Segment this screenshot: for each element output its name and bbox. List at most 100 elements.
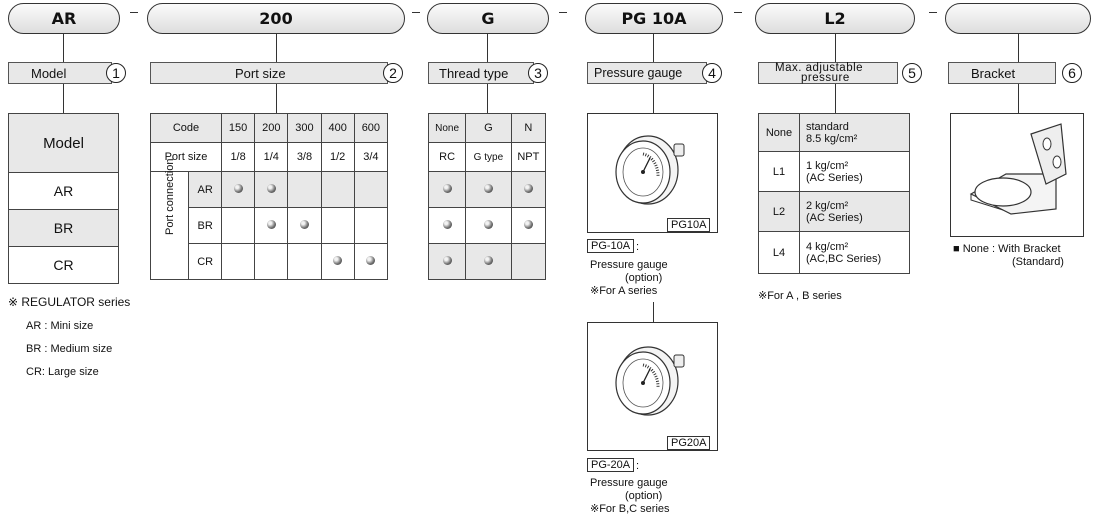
mark-dot <box>266 219 276 229</box>
gauge-code: PG-10A <box>587 239 635 253</box>
pressure-gauge-icon <box>615 135 685 205</box>
thread-type-table: None G N RC G type NPT <box>427 113 547 280</box>
model-row: BR <box>8 209 119 247</box>
code-thread-type: G <box>427 3 549 34</box>
pressure-desc: 4 kg/cm²(AC,BC Series) <box>799 231 910 274</box>
port-code: 400 <box>320 113 355 143</box>
thread-type-value: G type <box>465 142 512 172</box>
mark-dot <box>523 183 533 193</box>
model-note: CR: Large size <box>26 366 99 378</box>
connector-line <box>1018 84 1019 113</box>
gauge-tag: PG20A <box>667 436 711 450</box>
number-badge-4: 4 <box>702 63 722 83</box>
connector-line <box>835 34 836 62</box>
gauge-code-colon: : <box>636 460 640 472</box>
port-code: 200 <box>254 113 289 143</box>
connector-line <box>487 84 488 113</box>
gauge-image-pg20a <box>587 322 718 451</box>
separator-dash <box>130 12 138 14</box>
label-pressure-gauge: Pressure gauge <box>587 62 707 84</box>
gauge-desc-option: (option) <box>625 272 663 284</box>
pressure-note: ※For A , B series <box>758 290 842 302</box>
mark-dot <box>266 183 276 193</box>
bracket-image <box>950 113 1084 237</box>
thread-type-value: NPT <box>510 142 547 172</box>
port-connection-label: Port connection <box>149 158 190 280</box>
mark-dot <box>366 255 376 265</box>
bracket-note-standard: (Standard) <box>1012 256 1064 268</box>
port-row-label: BR <box>188 207 222 244</box>
model-notes-title: ※ REGULATOR series <box>8 295 131 309</box>
separator-dash <box>559 12 567 14</box>
port-code: 150 <box>220 113 256 143</box>
port-code: 300 <box>287 113 322 143</box>
mark-dot <box>483 219 493 229</box>
thread-type-value: RC <box>427 142 467 172</box>
pressure-desc: 1 kg/cm²(AC Series) <box>799 151 910 192</box>
mark-dot <box>523 219 533 229</box>
number-badge-2: 2 <box>383 63 403 83</box>
connector-line <box>653 84 654 113</box>
model-note: AR : Mini size <box>26 320 94 332</box>
label-model: Model <box>8 62 112 84</box>
gauge-note: ※For A series <box>590 285 658 297</box>
gauge-code-colon: : <box>636 241 640 253</box>
mark-dot <box>233 183 243 193</box>
connector-line <box>835 84 836 113</box>
gauge-tag: PG10A <box>667 218 711 232</box>
separator-dash <box>929 12 937 14</box>
port-code-label: Code <box>150 113 222 143</box>
pressure-desc: 2 kg/cm²(AC Series) <box>799 191 910 232</box>
mark-dot <box>483 255 493 265</box>
connector-line <box>653 302 654 322</box>
bracket-icon <box>969 123 1067 215</box>
thread-code: N <box>510 113 547 143</box>
number-badge-5: 5 <box>902 63 922 83</box>
pressure-gauge-icon <box>615 346 685 416</box>
pressure-code: L2 <box>758 191 800 232</box>
connector-line <box>276 84 277 113</box>
code-bracket <box>945 3 1091 34</box>
port-row-label: AR <box>188 171 222 208</box>
model-header: Model <box>8 113 119 173</box>
pressure-code: L4 <box>758 231 800 274</box>
mark-dot <box>333 255 343 265</box>
mark-dot <box>483 183 493 193</box>
model-row: AR <box>8 172 119 210</box>
code-pressure-gauge: PG 10A <box>585 3 723 34</box>
port-size-value: 3/8 <box>287 142 322 172</box>
gauge-desc-option: (option) <box>625 490 663 502</box>
port-size-label: Port size <box>150 142 222 172</box>
mark-dot <box>299 219 309 229</box>
port-size-value: 1/2 <box>320 142 355 172</box>
pressure-code: L1 <box>758 151 800 192</box>
port-row-label: CR <box>188 243 222 280</box>
separator-dash <box>412 12 420 14</box>
thread-code: None <box>427 113 467 143</box>
gauge-desc: Pressure gauge <box>590 259 668 271</box>
mark-dot <box>442 183 452 193</box>
number-badge-3: 3 <box>528 63 548 83</box>
model-table: Model AR BR CR <box>8 113 119 284</box>
port-size-value: 1/4 <box>254 142 289 172</box>
mark-dot <box>442 219 452 229</box>
thread-code: G <box>465 113 512 143</box>
connector-line <box>653 34 654 62</box>
gauge-desc: Pressure gauge <box>590 477 668 489</box>
label-port-size: Port size <box>150 62 388 84</box>
gauge-code: PG-20A <box>587 458 635 472</box>
connector-line <box>276 34 277 62</box>
code-port-size: 200 <box>147 3 405 34</box>
label-bracket: Bracket <box>948 62 1056 84</box>
gauge-note: ※For B,C series <box>590 503 670 515</box>
connector-line <box>1018 34 1019 62</box>
label-thread-type: Thread type <box>428 62 534 84</box>
bracket-note: ■ None : With Bracket <box>953 243 1061 255</box>
number-badge-6: 6 <box>1062 63 1082 83</box>
connector-line <box>63 84 64 113</box>
mark-dot <box>442 255 452 265</box>
port-size-value: 3/4 <box>353 142 389 172</box>
model-row: CR <box>8 246 119 284</box>
